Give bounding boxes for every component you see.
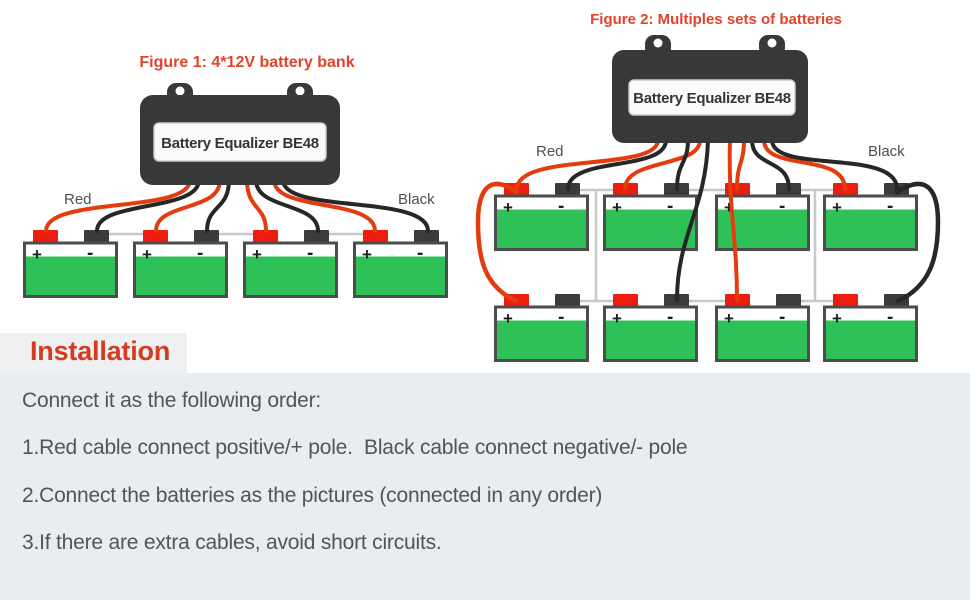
installation-step-2: 2.Connect the batteries as the pictures … xyxy=(22,484,603,507)
black-loop-wire xyxy=(894,181,941,304)
figure1-batteries xyxy=(23,228,448,298)
equalizer-label: Battery Equalizer BE48 xyxy=(633,90,791,107)
mount-hole xyxy=(295,86,305,96)
figure2-equalizer: Battery Equalizer BE48 xyxy=(612,35,808,143)
figure2-title: Figure 2: Multiples sets of batteries xyxy=(590,11,842,28)
wiring-diagram: + - Figure 1: 4*12V battery bank xyxy=(23,11,941,362)
figure2-black-wire-label: Black xyxy=(868,143,905,160)
red-wire xyxy=(245,178,268,233)
battery xyxy=(243,228,338,298)
figure2-batteries-row2 xyxy=(494,292,918,362)
installation-heading-background xyxy=(0,333,187,373)
battery xyxy=(603,292,698,362)
black-wire-to-row2 xyxy=(675,138,710,302)
battery xyxy=(133,228,228,298)
equalizer-label-panel xyxy=(628,79,796,116)
mount-hole xyxy=(175,86,185,96)
battery xyxy=(23,228,118,298)
black-wire xyxy=(566,138,668,191)
figure1-black-wire-label: Black xyxy=(398,191,435,208)
figure1-title: Figure 1: 4*12V battery bank xyxy=(139,54,354,71)
installation-heading: Installation xyxy=(30,336,171,366)
black-wire xyxy=(95,178,201,233)
red-wire xyxy=(735,138,746,191)
mount-hole xyxy=(767,38,777,48)
red-loop-wire xyxy=(475,181,520,304)
battery xyxy=(715,292,810,362)
red-wire xyxy=(623,138,702,191)
figure1-red-wire-label: Red xyxy=(64,191,92,208)
installation-step-3: 3.If there are extra cables, avoid short… xyxy=(22,531,442,554)
figure2-loops xyxy=(475,181,941,304)
installation-step-1: 1.Red cable connect positive/+ pole. Bla… xyxy=(22,436,688,459)
black-wire xyxy=(750,138,791,191)
red-wire xyxy=(44,178,192,233)
black-wire xyxy=(675,138,690,191)
figure1-equalizer: Battery Equalizer BE48 xyxy=(140,83,340,185)
figure1-wires xyxy=(44,178,430,233)
installation-panel xyxy=(0,373,970,600)
battery xyxy=(494,181,589,251)
mount-hole xyxy=(653,38,663,48)
black-wire xyxy=(770,138,899,191)
figure2: Figure 2: Multiples sets of batteries xyxy=(475,11,941,362)
battery xyxy=(494,292,589,362)
red-wire-to-row2 xyxy=(727,138,739,302)
figure2-wires xyxy=(515,138,899,302)
equalizer-label-panel xyxy=(153,122,327,162)
black-wire xyxy=(281,178,430,233)
battery xyxy=(603,181,698,251)
red-wire xyxy=(154,178,222,233)
equalizer-label: Battery Equalizer BE48 xyxy=(161,135,319,152)
figure1: Figure 1: 4*12V battery bank xyxy=(23,54,448,298)
figure2-red-wire-label: Red xyxy=(536,143,564,160)
battery xyxy=(353,228,448,298)
red-wire xyxy=(762,138,847,191)
battery xyxy=(823,181,918,251)
battery xyxy=(823,292,918,362)
black-wire xyxy=(254,178,320,233)
figure2-batteries-row1 xyxy=(494,181,918,251)
red-wire xyxy=(272,178,377,233)
black-wire xyxy=(205,178,231,233)
red-wire xyxy=(515,138,660,191)
installation-intro: Connect it as the following order: xyxy=(22,389,322,412)
